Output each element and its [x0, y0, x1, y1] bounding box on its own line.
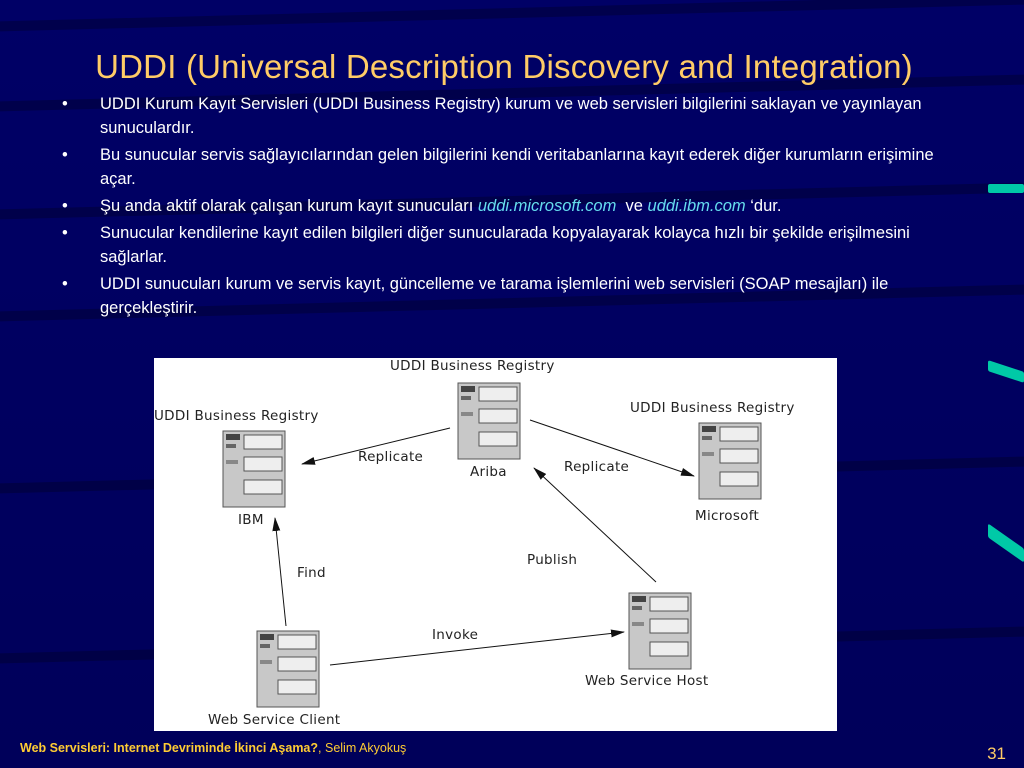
ariba-registry-title: UDDI Business Registry	[390, 358, 555, 374]
diagram-arrows	[272, 419, 695, 666]
bullet-item: • UDDI sunucuları kurum ve servis kayıt, …	[62, 272, 962, 320]
replicate-left-label: Replicate	[358, 449, 424, 465]
bullet-list: • UDDI Kurum Kayıt Servisleri (UDDI Busin…	[62, 92, 962, 323]
background-streak	[0, 0, 1024, 32]
teal-accent	[988, 184, 1024, 193]
bullet-dot: •	[62, 95, 68, 113]
server-icon	[457, 382, 521, 460]
footer-separator: ,	[318, 741, 325, 755]
bullet-text: UDDI Kurum Kayıt Servisleri (UDDI Busine…	[100, 95, 922, 137]
replicate-right-label: Replicate	[564, 459, 630, 475]
bullet-text: Sunucular kendilerine kayıt edilen bilgi…	[100, 224, 910, 266]
publish-label: Publish	[527, 552, 578, 568]
footer-course: Web Servisleri: Internet Devriminde İkin…	[20, 741, 406, 755]
footer-course-title: Web Servisleri: Internet Devriminde İkin…	[20, 741, 319, 755]
bullet-dot: •	[62, 275, 68, 293]
teal-accent	[988, 360, 1024, 383]
bullet-text-suffix: ‘dur.	[745, 197, 782, 215]
bullet-dot: •	[62, 224, 68, 242]
footer-author: Selim Akyokuş	[324, 741, 407, 755]
bullet-item: • Bu sunucular servis sağlayıcılarından g…	[62, 143, 962, 191]
bullet-text: Bu sunucular servis sağlayıcılarından ge…	[100, 146, 934, 188]
web-service-client-label: Web Service Client	[208, 712, 341, 728]
microsoft-label: Microsoft	[695, 508, 760, 524]
server-icon	[628, 592, 692, 670]
page-number: 31	[987, 744, 1006, 763]
invoke-label: Invoke	[432, 627, 479, 643]
invoke-arrow	[329, 629, 625, 666]
bullet-dot: •	[62, 197, 68, 215]
bullet-item: • Sunucular kendilerine kayıt edilen bilg…	[62, 221, 962, 269]
server-icon	[222, 430, 286, 508]
replicate-left-arrow	[301, 427, 451, 465]
web-service-host-label: Web Service Host	[585, 673, 709, 689]
teal-accent	[988, 523, 1024, 563]
ariba-label: Ariba	[470, 464, 507, 480]
uddi-diagram: UDDI Business Registry Ariba UDDI Busine…	[154, 358, 837, 731]
publish-arrow	[533, 467, 657, 583]
ibm-label: IBM	[238, 512, 264, 528]
bullet-item: • Şu anda aktif olarak çalışan kurum kayı…	[62, 194, 962, 218]
bullet-item: • UDDI Kurum Kayıt Servisleri (UDDI Busin…	[62, 92, 962, 140]
microsoft-registry-title: UDDI Business Registry	[630, 400, 795, 416]
bullet-text-prefix: Şu anda aktif olarak çalışan kurum kayıt…	[100, 197, 478, 215]
server-icon	[698, 422, 762, 500]
ibm-registry-title: UDDI Business Registry	[154, 408, 319, 424]
find-label: Find	[297, 565, 326, 581]
bullet-dot: •	[62, 146, 68, 164]
bullet-text-middle: ve	[616, 197, 648, 215]
bullet-text: UDDI sunucuları kurum ve servis kayıt, g…	[100, 275, 889, 317]
microsoft-registry-link[interactable]: uddi.microsoft.com	[477, 197, 617, 215]
server-icon	[256, 630, 320, 708]
slide-title: UDDI (Universal Description Discovery an…	[95, 48, 913, 86]
ibm-registry-link[interactable]: uddi.ibm.com	[647, 197, 746, 215]
find-arrow	[272, 517, 287, 627]
replicate-right-arrow	[529, 419, 695, 477]
